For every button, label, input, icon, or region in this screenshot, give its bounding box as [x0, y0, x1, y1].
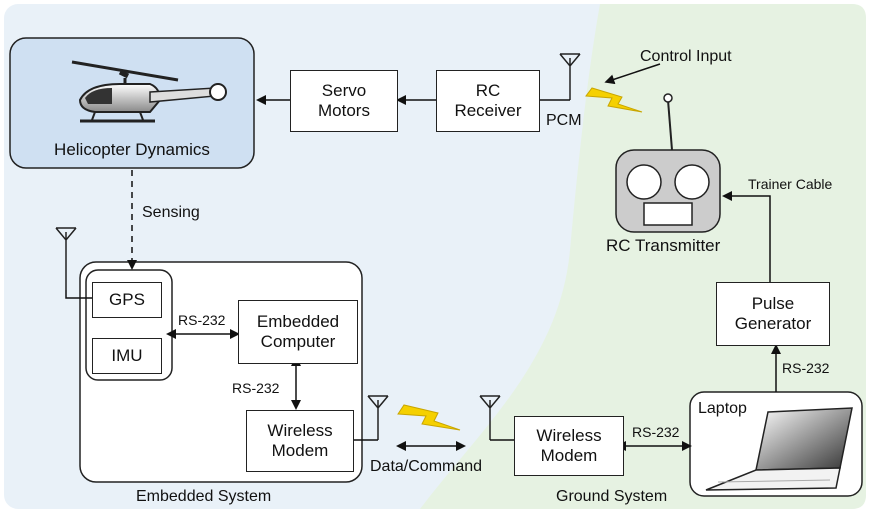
pcm-label: PCM: [546, 112, 582, 129]
antennas: [55, 53, 581, 440]
sensing-label: Sensing: [142, 204, 200, 221]
wireless-left-line2: Modem: [271, 441, 329, 460]
trainer-cable-label: Trainer Cable: [748, 176, 833, 192]
servo-line2: Motors: [318, 101, 370, 120]
receiver-line2: Receiver: [454, 101, 522, 120]
rc-transmitter-label: RC Transmitter: [606, 236, 721, 255]
computer-line1: Embedded: [256, 311, 340, 331]
control-input-label: Control Input: [640, 48, 732, 65]
laptop-label: Laptop: [698, 400, 747, 417]
wireless-right-line2: Modem: [540, 446, 598, 465]
gps-block: GPS: [92, 282, 162, 318]
rs232-pulse-label: RS-232: [782, 360, 830, 376]
lightning-icon: [585, 87, 643, 113]
wireless-left-line1: Wireless: [267, 420, 333, 440]
imu-block: IMU: [92, 338, 162, 374]
ground-system-caption: Ground System: [556, 488, 668, 505]
lightning-icon: [397, 404, 461, 431]
rs232-gps-label: RS-232: [178, 312, 226, 328]
imu-label: IMU: [111, 345, 143, 365]
gps-label: GPS: [109, 289, 145, 309]
servo-line1: Servo: [321, 80, 367, 100]
wireless-right-line1: Wireless: [536, 425, 602, 445]
rc-transmitter-icon: [615, 93, 721, 233]
computer-line2: Computer: [260, 332, 336, 351]
rs232-computer-label: RS-232: [232, 380, 280, 396]
right-background: [420, 4, 866, 509]
laptop-icon: [705, 407, 853, 491]
helicopter-icon: [71, 60, 227, 123]
pulse-line2: Generator: [734, 314, 812, 333]
helicopter-dynamics-label: Helicopter Dynamics: [54, 140, 210, 159]
pulse-line1: Pulse: [751, 293, 795, 313]
connections: [65, 63, 781, 451]
data-command-label: Data/Command: [370, 458, 483, 475]
embedded-system-caption: Embedded System: [136, 488, 272, 505]
receiver-line1: RC: [475, 80, 501, 100]
rs232-laptop-label: RS-232: [632, 424, 680, 440]
